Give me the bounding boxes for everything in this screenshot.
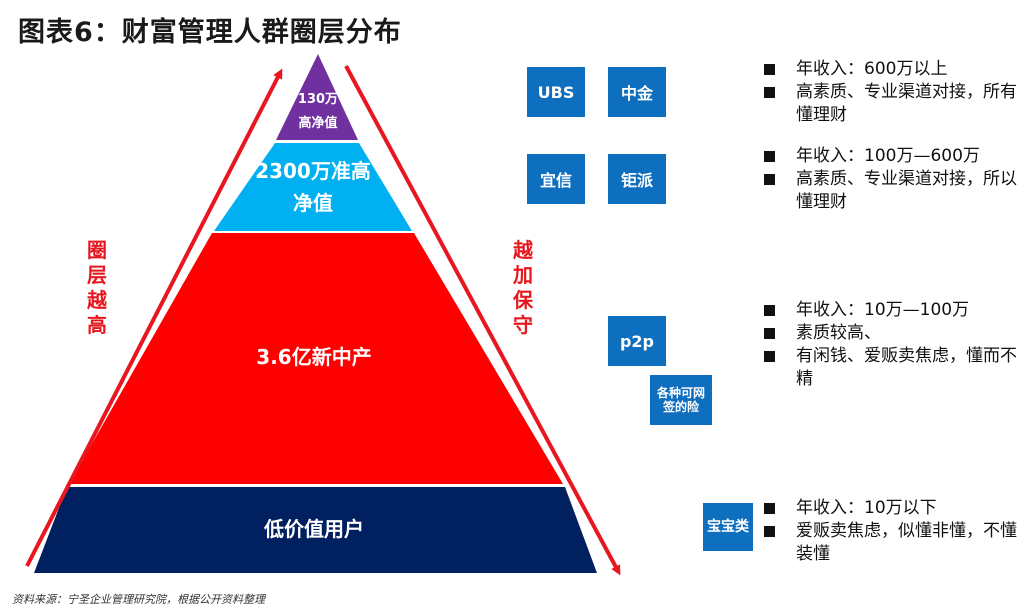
description-text: 年收入：600万以上 [796,59,948,79]
bullet-square-icon [764,351,775,362]
description-near-high-net-worth: 年收入：100万—600万 高素质、专业渠道对接，所以懂理财 [762,145,1024,214]
bullet-square-icon [764,503,775,514]
description-text: 高素质、专业渠道对接，所以懂理财 [796,169,1017,212]
description-text: 素质较高、 [796,323,881,343]
description-item: 年收入：10万—100万 [762,299,1024,322]
left-side-label: 圈层越高 [87,238,107,337]
brand-yixin: 宜信 [527,154,585,204]
description-text: 年收入：10万以下 [796,498,937,518]
bullet-square-icon [764,305,775,316]
description-text: 年收入：10万—100万 [796,300,970,320]
description-item: 高素质、专业渠道对接，所以懂理财 [762,168,1024,214]
tier-low-value-users [34,487,597,573]
tier-high-net-worth-label: 130万 高净值 [268,88,368,136]
description-text: 爱贩卖焦虑，似懂非懂，不懂装懂 [796,521,1017,564]
tier-high-net-worth [276,54,358,140]
brand-insurance: 各种可网签的险 [650,375,712,425]
description-item: 年收入：100万—600万 [762,145,1024,168]
tier-high-net-worth-amount: 130万 [297,92,339,107]
right-side-label: 越加保守 [513,238,533,337]
description-middle-class: 年收入：10万—100万 素质较高、 有闲钱、爱贩卖焦虑，懂而不精 [762,299,1024,391]
description-item: 高素质、专业渠道对接，所有懂理财 [762,81,1024,127]
tier-near-high-net-worth-line1: 2300万准高 [255,159,371,183]
tier-near-high-net-worth-label: 2300万准高 净值 [238,155,388,219]
description-text: 年收入：100万—600万 [796,146,980,166]
brand-p2p: p2p [608,316,666,366]
description-item: 素质较高、 [762,322,1024,345]
description-item: 年收入：10万以下 [762,497,1024,520]
tier-near-high-net-worth [214,143,412,231]
tier-near-high-net-worth-line2: 净值 [293,191,333,215]
bullet-square-icon [764,174,775,185]
source-note: 资料来源：宁圣企业管理研究院，根据公开资料整理 [12,593,265,606]
right-down-arrow [344,65,621,576]
description-low-value-users: 年收入：10万以下 爱贩卖焦虑，似懂非懂，不懂装懂 [762,497,1024,566]
bullet-square-icon [764,328,775,339]
tier-middle-class-label: 3.6亿新中产 [256,345,372,369]
brand-cicc: 中金 [608,67,666,117]
brand-ubs: UBS [527,67,585,117]
description-item: 年收入：600万以上 [762,58,1024,81]
bullet-square-icon [764,87,775,98]
page-title: 图表6：财富管理人群圈层分布 [18,17,402,48]
tier-high-net-worth-name: 高净值 [298,116,338,131]
description-text: 高素质、专业渠道对接，所有懂理财 [796,82,1017,125]
description-high-net-worth: 年收入：600万以上 高素质、专业渠道对接，所有懂理财 [762,58,1024,127]
description-text: 有闲钱、爱贩卖焦虑，懂而不精 [796,346,1017,389]
tier-low-value-users-label: 低价值用户 [264,517,364,541]
bullet-square-icon [764,526,775,537]
tier-middle-class [69,233,563,484]
bullet-square-icon [764,151,775,162]
bullet-square-icon [764,64,775,75]
brand-baobao: 宝宝类 [703,503,753,551]
description-item: 爱贩卖焦虑，似懂非懂，不懂装懂 [762,520,1024,566]
brand-jupai: 钜派 [608,154,666,204]
description-item: 有闲钱、爱贩卖焦虑，懂而不精 [762,345,1024,391]
left-up-arrow [25,68,283,567]
